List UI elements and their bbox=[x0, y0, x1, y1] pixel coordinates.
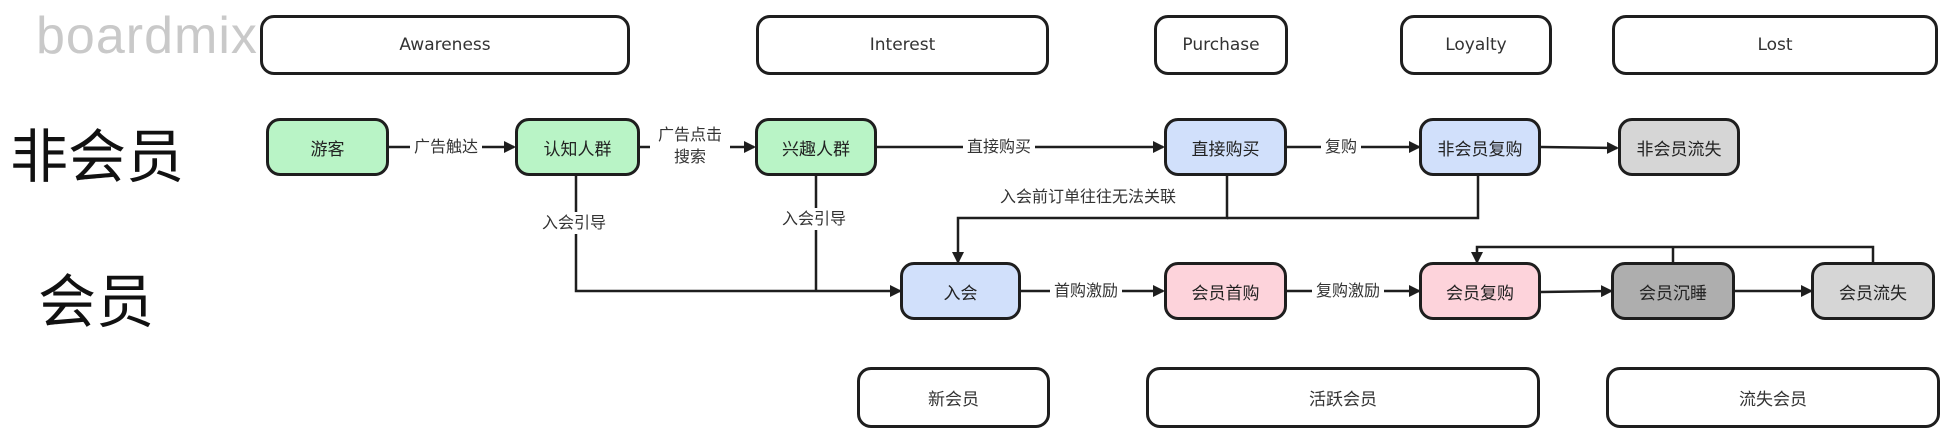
edge-label-join-guide-2: 入会引导 bbox=[778, 208, 851, 230]
node-nonmember-repurchase: 非会员复购 bbox=[1419, 118, 1541, 176]
edge-repurchase-churn bbox=[1540, 141, 1619, 154]
node-join: 入会 bbox=[900, 262, 1021, 320]
node-visitor: 游客 bbox=[266, 118, 389, 176]
edge-label-pre-join-orders: 入会前订单往往无法关联 bbox=[996, 186, 1181, 208]
edge-repurchase-to-join bbox=[1227, 176, 1480, 220]
node-aware-group: 认知人群 bbox=[515, 118, 640, 176]
edge-label-repurchase-incentive: 复购激励 bbox=[1312, 280, 1385, 302]
edge-label-ad-touch: 广告触达 bbox=[410, 136, 483, 158]
segment-new-member: 新会员 bbox=[857, 367, 1050, 428]
edge-loop-to-repurchase bbox=[1471, 245, 1875, 264]
node-member-dormant: 会员沉睡 bbox=[1611, 262, 1735, 320]
edge-label-ad-click-line1: 广告点击 bbox=[657, 125, 722, 144]
node-direct-purchase: 直接购买 bbox=[1164, 118, 1287, 176]
segment-lost-member: 流失会员 bbox=[1606, 367, 1940, 428]
edge-label-direct-buy: 直接购买 bbox=[963, 136, 1036, 158]
node-interest-group: 兴趣人群 bbox=[755, 118, 877, 176]
node-member-repurchase: 会员复购 bbox=[1419, 262, 1541, 320]
edge-repurchase-dormant bbox=[1540, 285, 1613, 298]
row-label-non-member: 非会员 bbox=[10, 123, 185, 191]
edge-direct-to-join bbox=[952, 176, 1229, 264]
segment-active-member: 活跃会员 bbox=[1146, 367, 1540, 428]
stage-loyalty: Loyalty bbox=[1400, 15, 1552, 75]
node-member-first-purchase: 会员首购 bbox=[1164, 262, 1287, 320]
stage-purchase: Purchase bbox=[1154, 15, 1288, 75]
node-nonmember-churn: 非会员流失 bbox=[1618, 118, 1740, 176]
watermark-top: boardmix bbox=[36, 7, 258, 65]
edge-label-repurchase: 复购 bbox=[1321, 136, 1362, 158]
stage-lost: Lost bbox=[1612, 15, 1938, 75]
edge-aware-to-join bbox=[574, 176, 902, 297]
edge-label-first-purchase-incentive: 首购激励 bbox=[1050, 280, 1123, 302]
edge-label-ad-click: 广告点击 搜索 bbox=[650, 124, 730, 168]
edge-label-join-guide-1: 入会引导 bbox=[538, 212, 611, 234]
node-member-churn: 会员流失 bbox=[1811, 262, 1935, 320]
row-label-member: 会员 bbox=[38, 268, 155, 336]
stage-awareness: Awareness bbox=[260, 15, 630, 75]
edge-label-ad-click-line2: 搜索 bbox=[673, 147, 706, 166]
stage-interest: Interest bbox=[756, 15, 1049, 75]
